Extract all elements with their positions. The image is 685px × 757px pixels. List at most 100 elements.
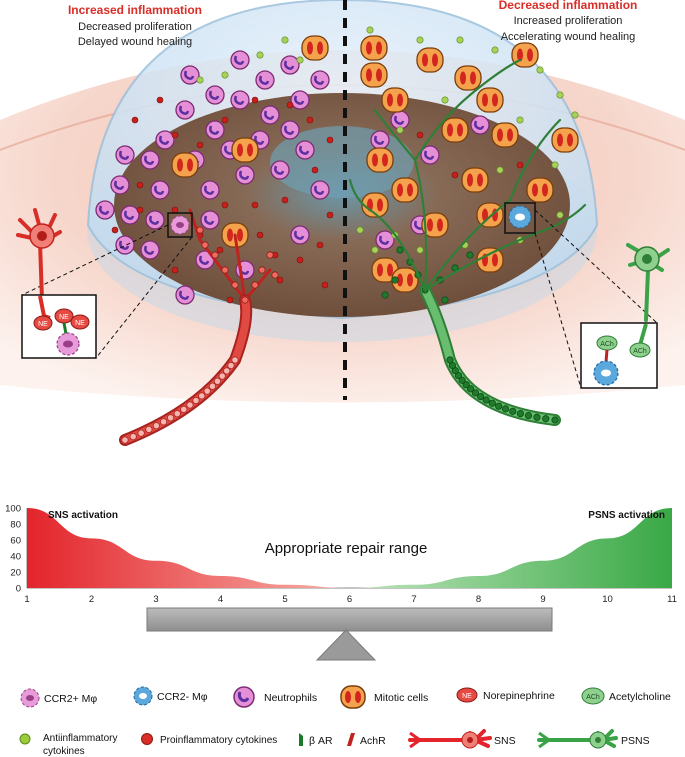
ccr2-minus-macrophage-icon: [133, 686, 153, 706]
antiinflammatory-cytokine: [571, 111, 579, 119]
repair-range-label: Appropriate repair range: [265, 540, 428, 557]
proinflammatory-cytokine: [256, 231, 264, 239]
neutrophil: [290, 90, 310, 110]
neutrophil: [180, 65, 200, 85]
antiinflammatory-cytokine: [536, 66, 544, 74]
neutrophil: [155, 130, 175, 150]
antiinflammatory-cytokine: [556, 211, 564, 219]
y-tick-label: 80: [10, 520, 21, 531]
mitotic-cell: [366, 147, 394, 173]
mitotic-cell: [551, 127, 579, 153]
antiinflammatory-cytokine: [496, 166, 504, 174]
legend-label: Acetylcholine: [609, 691, 671, 703]
x-tick-label: 8: [476, 594, 481, 605]
x-tick-label: 3: [153, 594, 158, 605]
norepinephrine-icon: NE: [456, 687, 478, 703]
neutrophil: [390, 110, 410, 130]
psns-nerve-branches: [348, 58, 587, 292]
x-tick-label: 1: [24, 594, 29, 605]
mitotic-cell: [360, 35, 388, 61]
mitotic-cell: [476, 247, 504, 273]
proinflammatory-cytokine: [321, 281, 329, 289]
antiinflammatory-cytokine: [366, 26, 374, 34]
antiinflammatory-cytokine: [516, 116, 524, 124]
legend-label: β AR: [309, 735, 333, 747]
proinflammatory-cytokine: [216, 246, 224, 254]
right-heading: Decreased inflammation: [499, 0, 638, 12]
neutrophil: [140, 240, 160, 260]
x-tick-label: 2: [89, 594, 94, 605]
y-tick-label: 0: [16, 584, 21, 595]
psns-activation-label: PSNS activation: [588, 510, 665, 521]
inset-ne-label: NE: [59, 314, 69, 321]
neutrophil: [370, 130, 390, 150]
legend-item-proinflammatory: Proinflammatory cytokines: [141, 733, 277, 746]
neutrophil: [145, 210, 165, 230]
proinflammatory-cytokine: [306, 116, 314, 124]
antiinflammatory-cytokine: [256, 51, 264, 59]
neutrophil: [150, 180, 170, 200]
neutrophil: [420, 145, 440, 165]
legend-label: PSNS: [621, 735, 650, 747]
achr-icon: [347, 733, 355, 746]
antiinflammatory-cytokine: [281, 36, 289, 44]
neutrophil: [200, 180, 220, 200]
mitotic-cell: [416, 47, 444, 73]
proinflammatory-cytokine: [221, 201, 229, 209]
neutrophil: [255, 70, 275, 90]
antiinflammatory-cytokine: [491, 46, 499, 54]
proinflammatory-cytokine: [171, 266, 179, 274]
neutrophil: [235, 165, 255, 185]
proinflammatory-cytokine: [416, 131, 424, 139]
legend: CCR2+ Mφ CCR2- Mφ Neutrophils Mitotic ce…: [19, 685, 671, 757]
proinflammatory-cytokine: [296, 256, 304, 264]
right-subline-1: Increased proliferation: [514, 15, 623, 27]
beta-ar-icon: [299, 733, 303, 746]
antiinflammatory-cytokine: [296, 56, 304, 64]
mitotic-cell-icon: [340, 685, 366, 709]
neutrophil: [290, 225, 310, 245]
antiinflammatory-cytokine: [196, 76, 204, 84]
legend-label: Mitotic cells: [374, 692, 428, 704]
mitotic-cell: [391, 267, 419, 293]
antiinflammatory-cytokine: [551, 161, 559, 169]
neutrophil: [230, 90, 250, 110]
acetylcholine-icon: ACh: [581, 687, 605, 705]
legend-label: SNS: [494, 735, 516, 747]
proinflammatory-cytokine: [326, 136, 334, 144]
antiinflammatory-cytokine: [556, 91, 564, 99]
psns-neuron-illustration: [626, 243, 670, 322]
legend-item-sns: SNS: [408, 729, 516, 749]
right-subline-2: Accelerating wound healing: [501, 31, 636, 43]
y-tick-label: 40: [10, 552, 21, 563]
proinflammatory-cytokine: [156, 96, 164, 104]
neutrophil: [140, 150, 160, 170]
wound-illustration: NE NE NE ACh ACh Increased inflamm: [0, 0, 685, 446]
legend-item-acetylcholine: ACh Acetylcholine: [581, 687, 671, 705]
legend-item-ccr2-plus: CCR2+ Mφ: [20, 688, 97, 708]
inset-ccr2-plus-macrophage: [56, 332, 80, 356]
ccr2-minus-macrophage: [508, 205, 532, 229]
proinflammatory-cytokine: [281, 196, 289, 204]
cell-layer: [95, 26, 579, 305]
legend-label: Norepinephrine: [483, 690, 555, 702]
psns-neuron-icon: [537, 729, 618, 749]
legend-label: Proinflammatory cytokines: [160, 735, 277, 746]
right-zoom-marker: [504, 202, 536, 234]
neutrophil: [260, 105, 280, 125]
legend-label: CCR2+ Mφ: [44, 693, 97, 705]
neutrophil: [230, 50, 250, 70]
neutrophil: [95, 200, 115, 220]
mitotic-cell: [301, 35, 329, 61]
x-tick-label: 5: [282, 594, 287, 605]
sns-activation-label: SNS activation: [48, 510, 118, 521]
proinflammatory-cytokine: [111, 226, 119, 234]
proinflammatory-cytokine-icon: [141, 733, 153, 745]
legend-item-beta-ar: β AR: [299, 733, 333, 747]
proinflammatory-cytokine: [196, 141, 204, 149]
x-tick-label: 10: [602, 594, 613, 605]
left-subline-2: Delayed wound healing: [78, 36, 192, 48]
neutrophil: [270, 160, 290, 180]
